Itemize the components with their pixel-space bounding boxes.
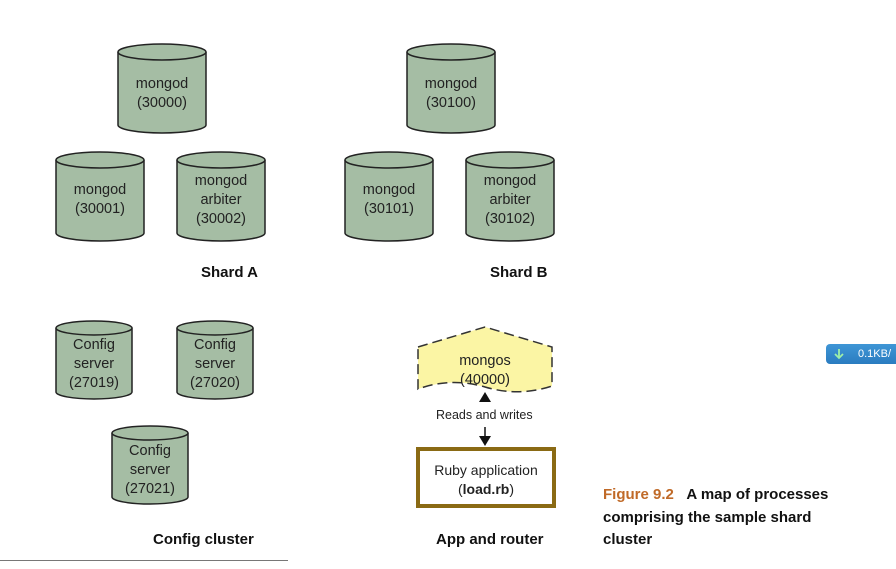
download-speed-badge[interactable]: 0.1KB/ bbox=[826, 344, 896, 364]
arrow-up-icon bbox=[479, 392, 491, 402]
group-label-shard-a: Shard A bbox=[201, 264, 258, 281]
group-label-config-cluster: Config cluster bbox=[153, 531, 254, 548]
mongod-node-30000: mongod (30000) bbox=[117, 42, 207, 134]
node-label: mongod (30000) bbox=[135, 76, 189, 111]
app-filename: load.rb bbox=[462, 481, 510, 497]
mongos-house-shape bbox=[417, 326, 553, 393]
arrow-down-icon bbox=[479, 427, 491, 446]
node-label: mongod arbiter (30002) bbox=[194, 173, 248, 227]
node-label: Config server (27021) bbox=[125, 443, 175, 497]
database-cylinder-icon bbox=[55, 151, 145, 242]
group-label-app-router: App and router bbox=[436, 531, 544, 548]
database-cylinder-icon bbox=[111, 425, 189, 505]
figure-caption: Figure 9.2 A map of processes comprising… bbox=[603, 484, 853, 552]
download-arrow-icon bbox=[834, 349, 844, 360]
download-speed-text: 0.1KB/ bbox=[858, 348, 892, 360]
ruby-application-box: Ruby application (load.rb) bbox=[416, 447, 556, 508]
figure-number: Figure 9.2 bbox=[603, 486, 674, 503]
node-label: mongod arbiter (30102) bbox=[483, 173, 537, 227]
database-cylinder-icon bbox=[117, 43, 207, 134]
mongos-label: mongos (40000) bbox=[459, 353, 511, 388]
config-server-node-27021: Config server (27021) bbox=[111, 425, 189, 505]
database-cylinder-icon bbox=[465, 151, 555, 242]
node-label: mongod (30001) bbox=[73, 182, 127, 217]
arbiter-node-30002: mongod arbiter (30002) bbox=[176, 150, 266, 242]
node-label: Config server (27020) bbox=[190, 337, 240, 391]
database-cylinder-icon bbox=[176, 320, 254, 400]
config-server-node-27019: Config server (27019) bbox=[55, 320, 133, 400]
reads-writes-label: Reads and writes bbox=[436, 408, 533, 422]
node-label: mongod (30101) bbox=[362, 182, 416, 217]
mongod-node-30100: mongod (30100) bbox=[406, 42, 496, 134]
figure-caption-text: A map of processes comprising the sample… bbox=[603, 486, 829, 548]
node-label: mongod (30100) bbox=[424, 76, 478, 111]
mongod-node-30001: mongod (30001) bbox=[55, 150, 145, 242]
mongos-router-node: mongos (40000) bbox=[416, 325, 554, 395]
database-cylinder-icon bbox=[176, 151, 266, 242]
config-server-node-27020: Config server (27020) bbox=[176, 320, 254, 400]
database-cylinder-icon bbox=[55, 320, 133, 400]
mongod-node-30101: mongod (30101) bbox=[344, 150, 434, 242]
database-cylinder-icon bbox=[344, 151, 434, 242]
footnote-divider bbox=[0, 560, 288, 561]
database-cylinder-icon bbox=[406, 43, 496, 134]
ruby-application-label: Ruby application (load.rb) bbox=[434, 462, 538, 497]
arbiter-node-30102: mongod arbiter (30102) bbox=[465, 150, 555, 242]
node-label: Config server (27019) bbox=[69, 337, 119, 391]
group-label-shard-b: Shard B bbox=[490, 264, 548, 281]
